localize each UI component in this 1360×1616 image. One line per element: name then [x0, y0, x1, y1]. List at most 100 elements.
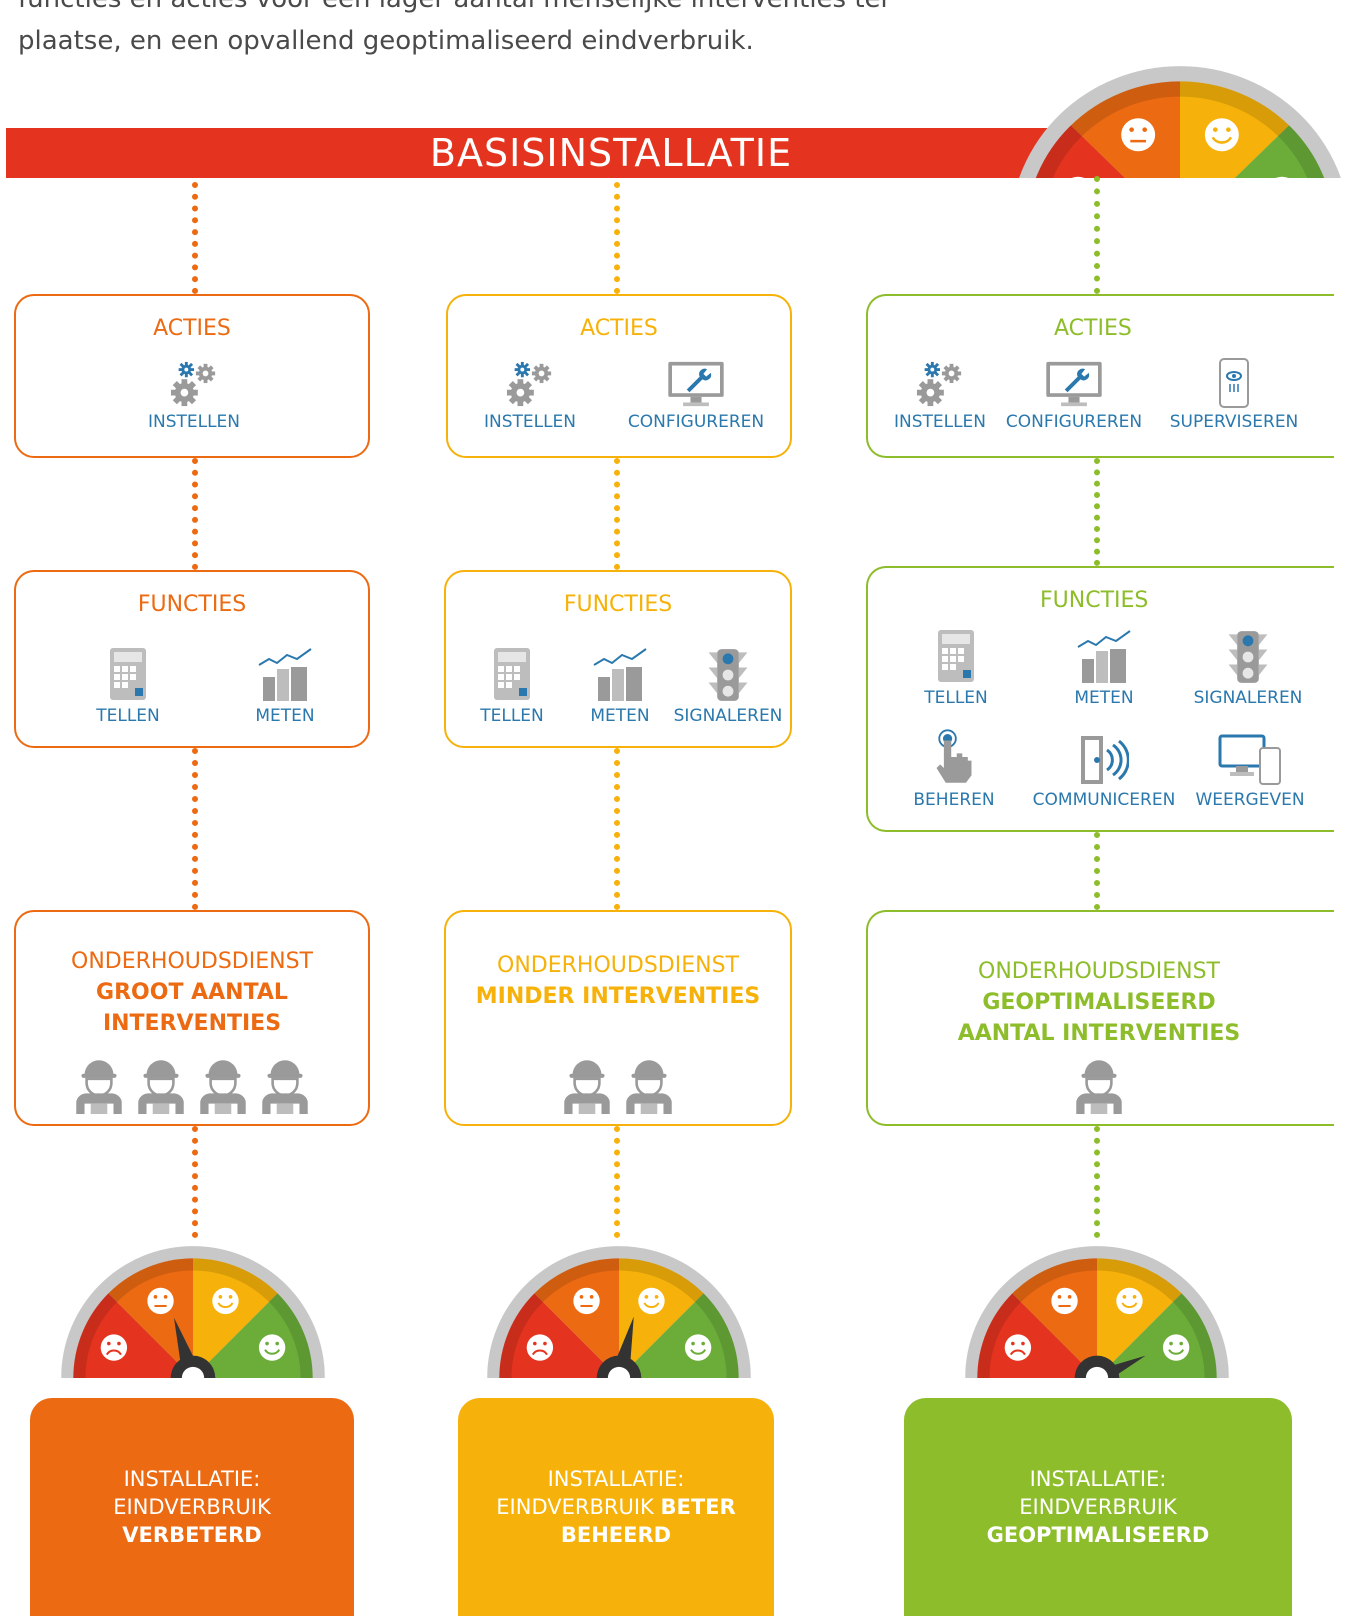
- traffic-light-icon: [706, 648, 750, 702]
- result-box: INSTALLATIE: EINDVERBRUIK BETER BEHEERD: [458, 1398, 774, 1616]
- traffic-light-icon: [1226, 630, 1270, 684]
- function-item-meten: METEN: [540, 646, 700, 726]
- functies-box: FUNCTIES TELLEN METEN SIGNALEREN: [444, 570, 792, 748]
- connector-dots: [614, 182, 620, 294]
- maintenance-line-1: GROOT AANTAL: [96, 980, 288, 1005]
- gauge-medium: [486, 1236, 752, 1378]
- acties-title: ACTIES: [153, 316, 231, 341]
- functies-title: FUNCTIES: [1040, 588, 1149, 613]
- signal-icon: [1079, 734, 1129, 786]
- maintenance-box: ONDERHOUDSDIENST GROOT AANTAL INTERVENTI…: [14, 910, 370, 1126]
- functies-box: FUNCTIES TELLEN METEN SIGNALEREN BEHEREN…: [866, 566, 1334, 832]
- action-item-instellen: INSTELLEN: [114, 360, 274, 432]
- acties-box: ACTIES INSTELLEN CONFIGUREREN SUPERVISER…: [866, 294, 1334, 458]
- function-item-meten: METEN: [1024, 628, 1184, 708]
- item-label: SIGNALEREN: [673, 706, 783, 726]
- action-item-instellen: INSTELLEN: [860, 360, 1020, 432]
- intro-text: functies en acties voor een lager aantal…: [18, 0, 1018, 68]
- gauge-high: [964, 1236, 1230, 1378]
- function-item-beheren: BEHEREN: [874, 728, 1034, 810]
- item-label: CONFIGUREREN: [1005, 412, 1143, 432]
- maintenance-box: ONDERHOUDSDIENST MINDER INTERVENTIES: [444, 910, 792, 1126]
- action-item-superviseren: SUPERVISEREN: [1154, 358, 1314, 432]
- workers-group: [868, 1052, 1330, 1118]
- worker-icon: [561, 1052, 613, 1114]
- result-line-3: VERBETERD: [122, 1523, 262, 1547]
- maintenance-title: ONDERHOUDSDIENST MINDER INTERVENTIES: [446, 950, 790, 1012]
- item-label: INSTELLEN: [483, 412, 577, 432]
- item-label: METEN: [590, 706, 650, 726]
- monitor-wrench-icon: [1042, 360, 1106, 408]
- result-line-2-bold: BETER: [660, 1495, 736, 1519]
- maintenance-label: ONDERHOUDSDIENST: [978, 959, 1220, 984]
- result-box: INSTALLATIE: EINDVERBRUIK VERBETERD: [30, 1398, 354, 1616]
- worker-icon: [623, 1052, 675, 1114]
- connector-dots: [1094, 176, 1100, 294]
- result-line-1: INSTALLATIE:: [1029, 1467, 1167, 1491]
- worker-icon: [259, 1052, 311, 1114]
- connector-dots: [1094, 458, 1100, 566]
- gears-icon: [501, 360, 559, 408]
- calculator-icon: [936, 628, 976, 684]
- acties-title: ACTIES: [1054, 316, 1132, 341]
- chart-icon: [1076, 628, 1132, 684]
- acties-box: ACTIES INSTELLEN: [14, 294, 370, 458]
- connector-dots: [192, 748, 198, 910]
- item-label: BEHEREN: [913, 790, 995, 810]
- acties-title: ACTIES: [580, 316, 658, 341]
- result-line-2: EINDVERBRUIK: [113, 1495, 271, 1519]
- connector-dots: [192, 1126, 198, 1238]
- result-box: INSTALLATIE: EINDVERBRUIK GEOPTIMALISEER…: [904, 1398, 1292, 1616]
- result-line-3: BEHEERD: [560, 1523, 672, 1547]
- workers-group: [446, 1052, 790, 1118]
- result-line-3: GEOPTIMALISEERD: [986, 1523, 1210, 1547]
- hand-press-icon: [931, 728, 977, 786]
- action-item-configureren: CONFIGUREREN: [994, 360, 1154, 432]
- maintenance-label: ONDERHOUDSDIENST: [497, 953, 739, 978]
- maintenance-box: ONDERHOUDSDIENST GEOPTIMALISEERD AANTAL …: [866, 910, 1334, 1126]
- gears-icon: [165, 360, 223, 408]
- maintenance-label: ONDERHOUDSDIENST: [71, 949, 313, 974]
- banner-label: BASISINSTALLATIE: [429, 131, 793, 175]
- functies-title: FUNCTIES: [563, 592, 673, 617]
- maintenance-line-1: MINDER INTERVENTIES: [475, 984, 761, 1009]
- worker-icon: [73, 1052, 125, 1114]
- maintenance-line-1: GEOPTIMALISEERD: [982, 990, 1216, 1015]
- function-item-signaleren: SIGNALEREN: [1168, 630, 1328, 708]
- connector-dots: [614, 1126, 620, 1238]
- connector-dots: [1094, 1126, 1100, 1238]
- item-label: TELLEN: [480, 706, 544, 726]
- item-label: TELLEN: [924, 688, 988, 708]
- function-item-tellen: TELLEN: [876, 628, 1036, 708]
- maintenance-title: ONDERHOUDSDIENST GROOT AANTAL INTERVENTI…: [16, 946, 368, 1039]
- connector-dots: [192, 182, 198, 294]
- intro-line-1: functies en acties voor een lager aantal…: [18, 0, 1018, 20]
- item-label: SUPERVISEREN: [1169, 412, 1299, 432]
- item-label: CONFIGUREREN: [627, 412, 765, 432]
- chart-icon: [592, 646, 648, 702]
- top-gauge: [1010, 0, 1350, 178]
- maintenance-line-2: AANTAL INTERVENTIES: [957, 1021, 1241, 1046]
- intro-line-2: plaatse, en een opvallend geoptimaliseer…: [18, 26, 754, 56]
- item-label: SIGNALEREN: [1193, 688, 1303, 708]
- item-label: WEERGEVEN: [1195, 790, 1305, 810]
- item-label: INSTELLEN: [893, 412, 987, 432]
- function-item-signaleren: SIGNALEREN: [648, 648, 808, 726]
- action-item-configureren: CONFIGUREREN: [616, 360, 776, 432]
- monitor-wrench-icon: [664, 360, 728, 408]
- item-label: METEN: [1074, 688, 1134, 708]
- maintenance-line-2: INTERVENTIES: [102, 1011, 282, 1036]
- function-item-meten: METEN: [205, 646, 365, 726]
- item-label: METEN: [255, 706, 315, 726]
- connector-dots: [192, 458, 198, 570]
- worker-icon: [197, 1052, 249, 1114]
- tablet-eye-icon: [1219, 358, 1249, 408]
- result-line-1: INSTALLATIE:: [547, 1467, 685, 1491]
- worker-icon: [135, 1052, 187, 1114]
- function-item-weergeven: WEERGEVEN: [1170, 734, 1330, 810]
- item-label: COMMUNICEREN: [1032, 790, 1176, 810]
- screens-icon: [1218, 734, 1282, 786]
- calculator-icon: [492, 646, 532, 702]
- acties-box: ACTIES INSTELLEN CONFIGUREREN: [446, 294, 792, 458]
- worker-icon: [1073, 1052, 1125, 1114]
